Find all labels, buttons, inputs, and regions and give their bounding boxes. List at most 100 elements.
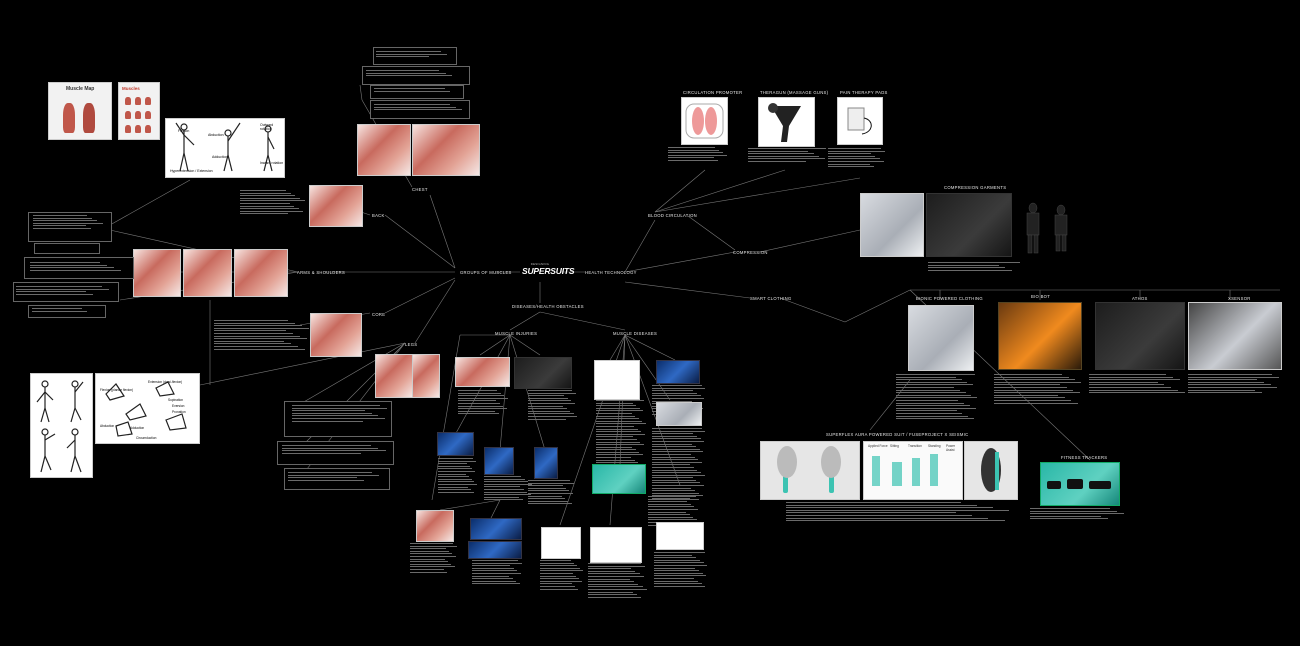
body-motion-sketch (30, 373, 93, 478)
foot-label-circumduction: Circumduction (136, 436, 157, 440)
branch-chest[interactable]: CHEST (412, 187, 428, 192)
branch-legs[interactable]: LEGS (405, 342, 418, 347)
text-block (374, 88, 458, 93)
note-box (284, 401, 392, 437)
label-superflex[interactable]: SUPERFLEX AURA POWERED SUIT / FUSEPROJEC… (826, 432, 969, 437)
superflex-label-applied-force: Applied Force (868, 444, 888, 448)
text-block (1030, 508, 1130, 521)
text-block (33, 215, 107, 231)
text-block (928, 262, 1022, 272)
legs-muscle-image-1 (375, 354, 413, 398)
arm-muscle-image-2 (183, 249, 232, 297)
label-compression-garments[interactable]: COMPRESSION GARMENTS (944, 185, 1007, 190)
text-block (282, 445, 390, 455)
injury-image-5 (534, 447, 558, 479)
branch-groups-of-muscles[interactable]: GROUPS OF MUSCLES (460, 270, 512, 275)
disease-image-5 (541, 527, 581, 559)
branch-arms-shoulders[interactable]: ARMS & SHOULDERS (297, 270, 346, 275)
superflex-label-standing: Standing (928, 444, 941, 448)
superflex-label-power-assist: Power Assist (946, 444, 956, 452)
branch-compression[interactable]: COMPRESSION (733, 250, 768, 255)
back-muscle-image (309, 185, 363, 227)
text-block (1089, 374, 1187, 395)
text-block (748, 148, 828, 164)
injury-image-8 (468, 541, 522, 559)
muscles-title: Muscles (122, 86, 140, 91)
legs-muscle-image-2 (412, 354, 440, 398)
motion-label-outward-rotation: Outward rotation (260, 123, 274, 131)
text-block (30, 262, 130, 272)
bionic-clothing-image (908, 305, 974, 371)
text-block (438, 458, 478, 494)
text-block (588, 563, 648, 599)
label-theragun[interactable]: THERAGUN (MASSAGE GUNS) (760, 90, 829, 95)
disease-image-6 (590, 527, 642, 563)
circulation-promoter-image (681, 97, 728, 145)
branch-health-technology[interactable]: HEALTH TECHNOLOGY (585, 270, 637, 275)
text-block (16, 286, 116, 296)
core-muscle-image (310, 313, 362, 357)
label-athos[interactable]: ATHOS (1132, 296, 1148, 301)
motion-label-hyperextension: Hyperextension / Extension (170, 169, 213, 173)
chest-muscle-image (357, 124, 411, 176)
text-block (484, 476, 534, 502)
muscle-map-title: Muscle Map (66, 86, 95, 92)
compression-garment-image-2 (926, 193, 1012, 257)
injury-image-3 (437, 432, 474, 456)
label-circulation-promoter[interactable]: CIRCULATION PROMOTER (683, 90, 743, 95)
text-block (32, 308, 102, 313)
athos-image (1095, 302, 1185, 370)
motion-label-inward-rotation: Inward rotation (260, 161, 284, 165)
text-block (214, 320, 314, 351)
disease-image-4 (592, 464, 646, 494)
center-subtitle: DESIGNING (530, 262, 550, 266)
injury-image-7 (470, 518, 522, 540)
text-block (994, 374, 1086, 405)
text-block (366, 70, 462, 78)
superflex-image-3 (964, 441, 1018, 500)
text-block (528, 390, 578, 421)
note-box (284, 468, 390, 490)
injury-image-2 (514, 357, 572, 389)
text-block (540, 560, 584, 591)
arm-muscle-image-3 (234, 249, 288, 297)
text-block (896, 374, 978, 421)
compression-garment-image-1 (860, 193, 924, 257)
injury-image-6 (416, 510, 454, 542)
foot-motion-sketch: Extension (dorsi-flexion) Flexion (plant… (95, 373, 200, 444)
xsensor-image (1188, 302, 1282, 370)
disease-image-7 (656, 522, 704, 550)
branch-blood-circulation[interactable]: BLOOD CIRCULATION (648, 213, 697, 218)
branch-back[interactable]: BACK (372, 213, 385, 218)
branch-core[interactable]: CORE (372, 312, 386, 317)
foot-label-supination: Supination (168, 398, 184, 402)
joint-motion-diagram: Flexion Abduction Outward rotation Adduc… (165, 118, 285, 178)
superflex-image-2: Applied Force Sitting Transition Standin… (863, 441, 963, 500)
branch-smart-clothing[interactable]: SMART CLOTHING (750, 296, 792, 301)
text-block (374, 104, 464, 112)
motion-label-adduction: Adduction (212, 155, 228, 159)
pain-therapy-image (837, 97, 883, 145)
text-block (240, 190, 306, 216)
branch-muscle-injuries[interactable]: MUSCLE INJURIES (495, 331, 538, 336)
text-block (668, 147, 728, 163)
muscles-chart-image: Muscles (118, 82, 160, 140)
label-bio-bot[interactable]: BIO BOT (1031, 294, 1051, 299)
text-block (288, 472, 384, 482)
foot-label-adduction: Adduction (130, 426, 145, 430)
branch-muscle-diseases[interactable]: MUSCLE DISEASES (613, 331, 658, 336)
center-title: DESIGNING SUPERSUITS (522, 262, 575, 276)
branch-diseases[interactable]: DISEASES/HEALTH OBSTACLES (512, 304, 584, 309)
label-fitness-trackers[interactable]: FITNESS TRACKERS (1061, 455, 1108, 460)
label-xsensor[interactable]: XSENSOR (1228, 296, 1251, 301)
label-pain-therapy[interactable]: PAIN THERAPY PADS (840, 90, 888, 95)
text-block (472, 560, 522, 586)
foot-label-extension: Extension (dorsi-flexion) (148, 380, 183, 384)
text-block (648, 496, 702, 527)
disease-image-2 (656, 360, 700, 384)
text-block (786, 502, 1016, 523)
compression-garment-image-3 (1018, 193, 1088, 257)
note-box (28, 212, 112, 242)
label-bionic-clothing[interactable]: BIONIC POWERED CLOTHING (916, 296, 983, 301)
text-block (652, 428, 706, 501)
